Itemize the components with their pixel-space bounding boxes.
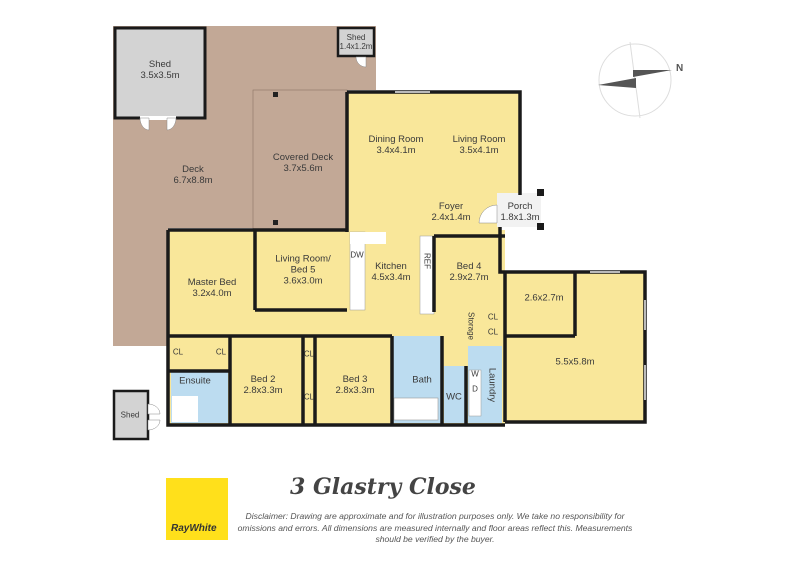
washer-label: W bbox=[471, 369, 479, 379]
shed-bottom-label: Shed bbox=[120, 410, 140, 420]
compass-icon bbox=[598, 41, 672, 119]
bath-label: Bath bbox=[412, 374, 432, 386]
porch-area bbox=[497, 193, 541, 227]
shed-small bbox=[336, 26, 376, 58]
wc-label: WC bbox=[446, 391, 462, 403]
shed-bottom bbox=[112, 389, 150, 441]
laundry-label: Laundry bbox=[486, 367, 498, 403]
closet-label: CL bbox=[303, 349, 315, 359]
raywhite-logo: RayWhite bbox=[166, 478, 228, 540]
storage-label: Storage bbox=[466, 311, 476, 341]
wc-area bbox=[444, 366, 466, 423]
ensuite-label: Ensuite bbox=[179, 375, 211, 387]
closet-label: CL bbox=[303, 392, 315, 402]
house-main bbox=[168, 92, 645, 425]
disclaimer-text: Disclaimer: Drawing are approximate and … bbox=[237, 511, 633, 544]
room-large-label: 5.5x5.8m bbox=[555, 356, 595, 368]
compass-north-label: N bbox=[676, 63, 684, 74]
closet-label: CL bbox=[172, 347, 184, 357]
dishwasher-label: DW bbox=[350, 250, 364, 260]
closet-label: CL bbox=[487, 327, 499, 337]
closet-label: CL bbox=[215, 347, 227, 357]
room-small-label: 2.6x2.7m bbox=[524, 292, 564, 304]
closet-label: CL bbox=[487, 312, 499, 322]
dryer-label: D bbox=[472, 384, 478, 394]
property-title: 3 Glastry Close bbox=[290, 474, 476, 500]
fridge-label: REF bbox=[422, 253, 432, 269]
